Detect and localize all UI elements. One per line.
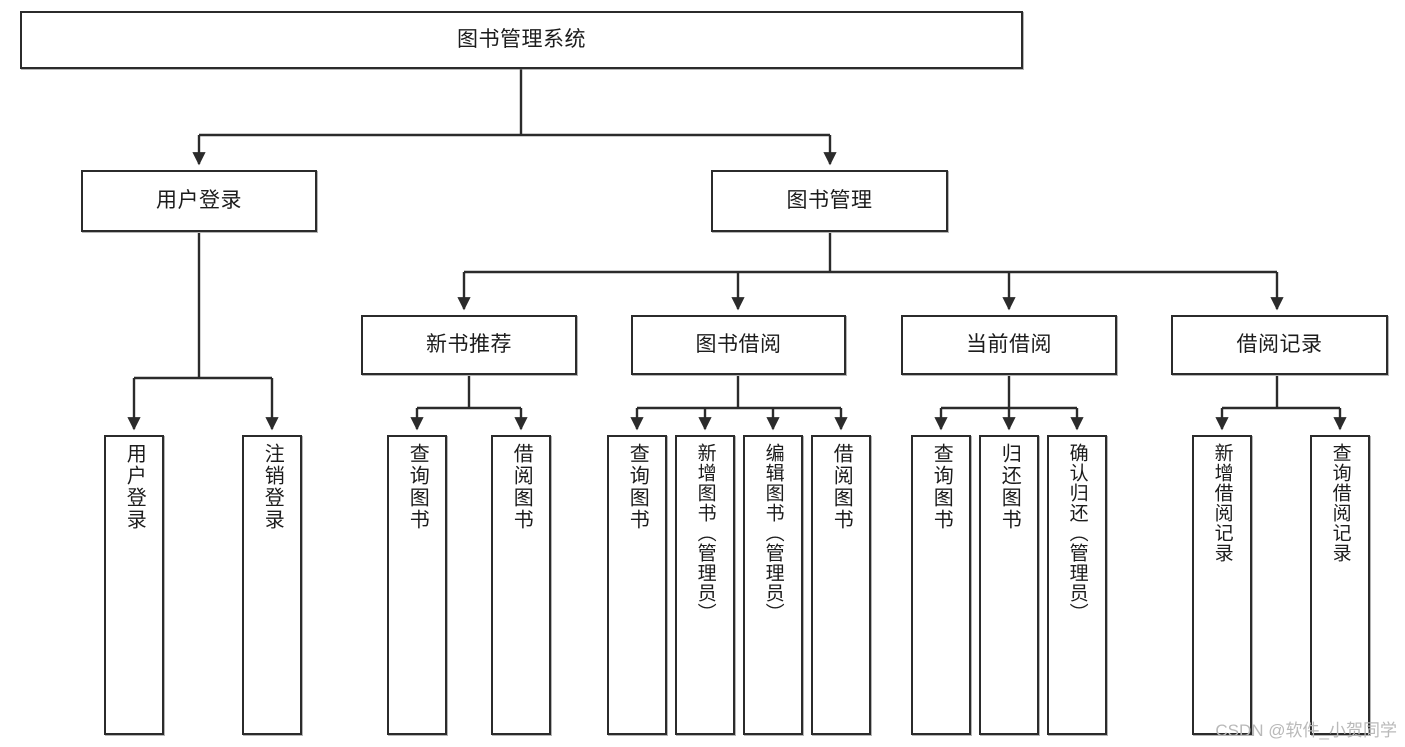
node-label: 编辑图书（管理员） (762, 443, 784, 623)
node-label: 新增借阅记录 (1211, 443, 1233, 563)
leaf-book-borrow-add-book-admin[interactable]: 新增图书（管理员） (675, 435, 735, 735)
csdn-watermark: CSDN @软件_小贺同学 (1215, 721, 1397, 740)
node-label: 新增图书（管理员） (694, 443, 716, 623)
node-label: 查询图书 (626, 443, 649, 531)
leaf-user-login-login[interactable]: 用户登录 (104, 435, 164, 735)
node-label: 归还图书 (998, 443, 1021, 531)
leaf-new-book-borrow-books[interactable]: 借阅图书 (491, 435, 551, 735)
node-label: 新书推荐 (426, 333, 512, 357)
node-label: 图书管理系统 (457, 28, 586, 52)
leaf-current-borrow-return-books[interactable]: 归还图书 (979, 435, 1039, 735)
node-label: 确认归还（管理员） (1066, 443, 1088, 623)
node-new-book-recommendation[interactable]: 新书推荐 (361, 315, 577, 375)
leaf-current-borrow-confirm-return-admin[interactable]: 确认归还（管理员） (1047, 435, 1107, 735)
leaf-book-borrow-borrow-books[interactable]: 借阅图书 (811, 435, 871, 735)
node-current-borrowing[interactable]: 当前借阅 (901, 315, 1117, 375)
node-label: 查询图书 (406, 443, 429, 531)
node-user-login[interactable]: 用户登录 (81, 170, 317, 232)
node-label: 用户登录 (123, 443, 146, 531)
leaf-book-borrow-query-books[interactable]: 查询图书 (607, 435, 667, 735)
node-label: 注销登录 (261, 443, 284, 531)
leaf-book-borrow-edit-book-admin[interactable]: 编辑图书（管理员） (743, 435, 803, 735)
leaf-user-login-logout[interactable]: 注销登录 (242, 435, 302, 735)
node-book-borrowing[interactable]: 图书借阅 (631, 315, 846, 375)
node-label: 借阅图书 (510, 443, 533, 531)
leaf-borrow-record-add-record[interactable]: 新增借阅记录 (1192, 435, 1252, 735)
node-root-book-management-system[interactable]: 图书管理系统 (20, 11, 1023, 69)
node-book-management[interactable]: 图书管理 (711, 170, 948, 232)
node-label: 借阅记录 (1236, 333, 1323, 357)
node-label: 查询图书 (930, 443, 953, 531)
node-borrowing-record[interactable]: 借阅记录 (1171, 315, 1388, 375)
node-label: 图书借阅 (695, 333, 782, 357)
leaf-borrow-record-query-record[interactable]: 查询借阅记录 (1310, 435, 1370, 735)
node-label: 当前借阅 (966, 333, 1052, 357)
leaf-new-book-query-books[interactable]: 查询图书 (387, 435, 447, 735)
node-label: 图书管理 (786, 189, 873, 213)
leaf-current-borrow-query-books[interactable]: 查询图书 (911, 435, 971, 735)
node-label: 借阅图书 (830, 443, 853, 531)
node-label: 用户登录 (156, 189, 242, 213)
node-label: 查询借阅记录 (1329, 443, 1351, 563)
